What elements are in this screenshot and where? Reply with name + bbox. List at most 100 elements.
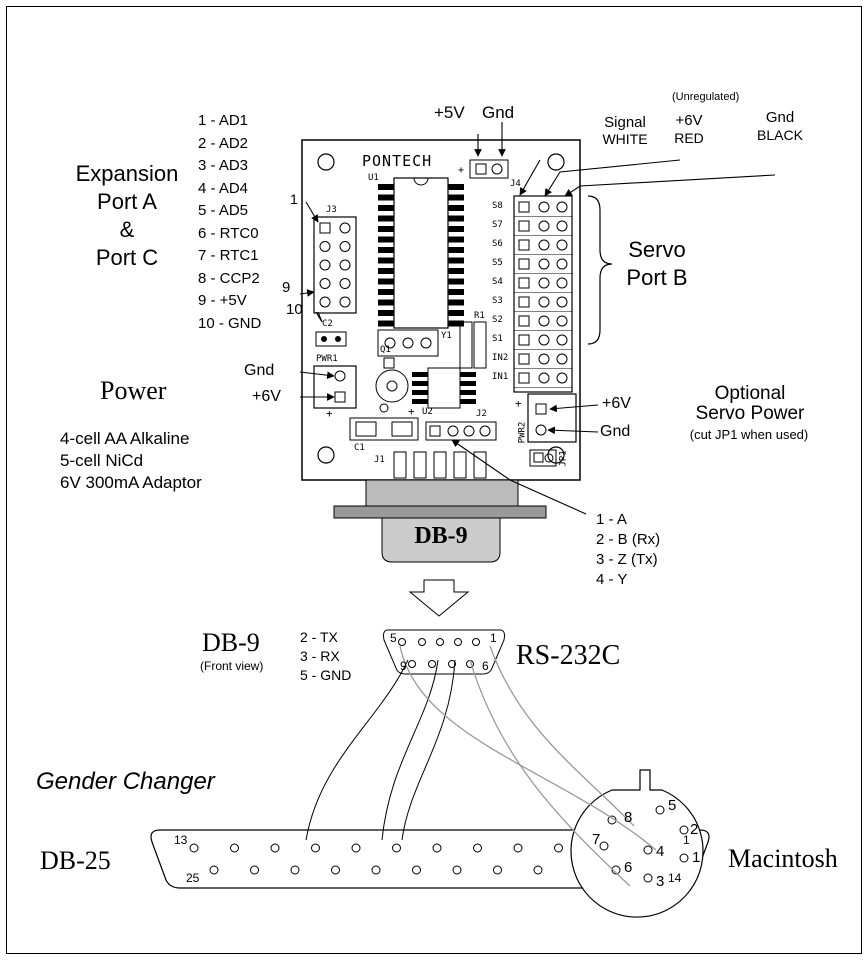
db25-pin (452, 865, 462, 875)
u1-pin (448, 320, 464, 327)
u1-pin (378, 247, 394, 253)
q1-ref: Q1 (380, 345, 391, 355)
servo-power-pin (538, 353, 550, 365)
db9-front-pins-list: 2 - TX 3 - RX 5 - GND (300, 628, 351, 685)
mac-pin (679, 825, 689, 835)
u1-pin (378, 226, 394, 232)
u1-chip (393, 177, 449, 329)
servo-header (513, 195, 573, 393)
db9-board-pin: 1 - A (596, 511, 627, 528)
pwr1-terminal (313, 365, 357, 409)
servo-ground-pin (556, 315, 568, 327)
servo-rows (514, 201, 572, 388)
db9-pin5-label: 5 (390, 631, 397, 645)
down-arrow-icon (408, 579, 470, 617)
mac-pin-label: 2 (690, 821, 699, 838)
servo-signal-pin (518, 296, 530, 308)
j4-ref: J4 (510, 179, 521, 189)
j2-header (425, 421, 497, 441)
expansion-pin: 8 - CCP2 (198, 269, 260, 287)
mac-pin (643, 845, 653, 855)
signal-label: Signal (604, 114, 646, 131)
brand-label: PONTECH (362, 152, 433, 170)
db25-pin14-label: 14 (668, 871, 682, 885)
db9-body (365, 479, 519, 507)
expansion-title-line: Port C (95, 245, 159, 270)
servo-signal-pin (518, 353, 530, 365)
j3-pin (339, 278, 351, 289)
db25-pin (270, 843, 280, 853)
gnd-top-label: Gnd (482, 103, 515, 122)
expansion-pin: 6 - RTC0 (198, 224, 259, 242)
db9-board-pin: 2 - B (Rx) (596, 531, 661, 548)
servo-ground-pin (556, 258, 568, 270)
servo-row-label: S8 (492, 201, 503, 211)
servo-row-label: S1 (492, 334, 503, 344)
j3-pin (319, 259, 331, 271)
expansion-pin: 7 - RTC1 (198, 247, 259, 264)
u1-pin (378, 194, 394, 201)
servo-row-label: IN1 (492, 372, 509, 382)
u2-chip (427, 367, 461, 409)
power-plus6v-label: +6V (252, 388, 281, 405)
u1-pin (378, 205, 394, 211)
expansion-port-title: Expansion Port A & Port C (52, 160, 202, 272)
servo-signal-pin (518, 201, 530, 213)
db25-pin (513, 843, 523, 853)
pwr2-plus: + (515, 397, 522, 410)
db9-pin1-label: 1 (490, 631, 497, 645)
macintosh-label: Macintosh (728, 844, 838, 873)
servo-ground-pin (556, 353, 568, 365)
j3-pin9-label: 9 (282, 279, 291, 296)
expansion-pin: 4 - AD4 (198, 179, 249, 197)
mount-hole (317, 153, 335, 171)
black-label: BLACK (757, 127, 803, 143)
servo-port-line: Servo (628, 237, 686, 262)
c2-capacitor (315, 331, 347, 347)
mac-pin-label: 7 (592, 831, 601, 848)
u1-pin (378, 215, 394, 222)
u2-pin (460, 381, 476, 386)
u1-pin (378, 310, 394, 316)
db25-pin (554, 843, 563, 853)
db9-front-pin (398, 638, 406, 646)
u1-pin (378, 236, 394, 243)
u1-pins (378, 184, 464, 327)
u2-pin (412, 399, 428, 404)
pwr2-ref: PWR2 (517, 421, 528, 444)
c1-plus: + (408, 405, 415, 418)
mac-pin (655, 805, 665, 815)
cut-jp1-note: (cut JP1 when used) (689, 427, 809, 442)
u1-pin (378, 257, 394, 264)
diagram-frame (6, 6, 862, 954)
u1-pin (448, 194, 464, 201)
power-option: 4-cell AA Alkaline (60, 429, 190, 448)
j1-ref: J1 (374, 455, 385, 465)
y1-crystal (377, 329, 439, 357)
mac-pin (679, 853, 689, 863)
j3-ref: J3 (326, 205, 337, 215)
power-option: 6V 300mA Adaptor (60, 473, 202, 492)
j3-pin1-label: 1 (290, 191, 298, 207)
servo-ground-pin (556, 372, 568, 384)
r1-ref: R1 (474, 311, 485, 321)
db25-pin13-label: 13 (174, 833, 188, 847)
u2-pin (460, 390, 476, 395)
j3-header (313, 216, 357, 314)
servo-signal-pin (518, 315, 530, 327)
j3-pin (339, 259, 351, 271)
servo-row-label: IN2 (492, 353, 509, 363)
expansion-title-line: Expansion (75, 161, 179, 186)
db25-pin (392, 843, 401, 853)
db25-label: DB-25 (40, 846, 111, 875)
db25-pin (331, 865, 340, 875)
db25-pin (351, 843, 361, 853)
j3-pin (319, 296, 331, 308)
servo-ground-pin (556, 220, 568, 232)
db9-front-pin (428, 660, 436, 668)
servo-row-label: S2 (492, 315, 503, 325)
db25-pin (311, 843, 320, 853)
db9-front-pin: 2 - TX (300, 629, 338, 645)
db9-front-pin (418, 638, 426, 646)
servo-power-pin (538, 258, 550, 270)
